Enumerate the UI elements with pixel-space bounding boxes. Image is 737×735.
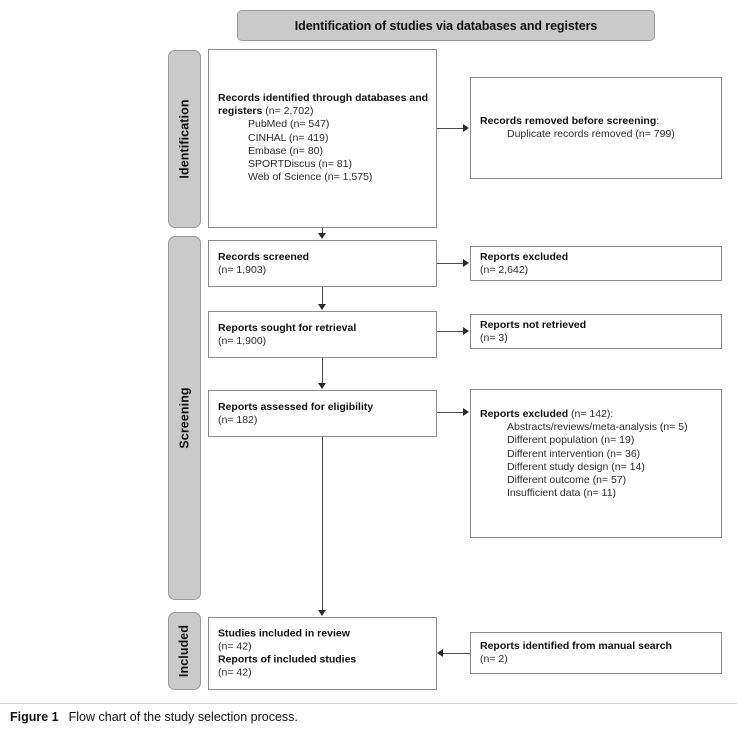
box-reports-excluded-screening: Reports excluded (n= 2,642) xyxy=(470,246,722,281)
reports-sought-heading: Reports sought for retrieval xyxy=(218,321,357,334)
box-reports-sought-for-retrieval: Reports sought for retrieval (n= 1,900) xyxy=(208,311,437,358)
arrow-assessed-to-excluded xyxy=(463,408,469,416)
arrow-identified-to-removed xyxy=(463,124,469,132)
reports-excluded-reason-4: Different outcome (n= 57) xyxy=(507,474,627,487)
connector-assessed-to-excluded xyxy=(437,412,464,413)
figure-caption: Figure 1 Flow chart of the study selectio… xyxy=(10,710,710,724)
figure-caption-text: Flow chart of the study selection proces… xyxy=(68,710,298,724)
records-identified-source-4: Web of Science (n= 1,575) xyxy=(248,171,373,184)
reports-excluded-reason-2: Different intervention (n= 36) xyxy=(507,447,641,460)
reports-excluded-2-heading: Reports excluded (n= 142): xyxy=(480,408,614,420)
diagram-header-bar: Identification of studies via databases … xyxy=(237,10,655,41)
arrow-manual-search-to-included xyxy=(437,649,443,657)
stage-tab-screening: Screening xyxy=(168,236,201,600)
box-reports-identified-manual-search: Reports identified from manual search (n… xyxy=(470,632,722,674)
box-records-identified: Records identified through databases and… xyxy=(208,49,437,228)
stage-tab-included: Included xyxy=(168,612,201,690)
caption-divider xyxy=(0,703,737,704)
box-studies-included: Studies included in review (n= 42) Repor… xyxy=(208,617,437,690)
records-identified-source-2: Embase (n= 80) xyxy=(248,144,323,157)
reports-assessed-heading: Reports assessed for eligibility xyxy=(218,400,374,413)
arrow-screened-to-sought xyxy=(318,304,326,310)
manual-search-count: (n= 2) xyxy=(480,653,508,665)
arrow-sought-to-assessed xyxy=(318,383,326,389)
records-screened-heading: Records screened xyxy=(218,250,310,263)
arrow-sought-to-not-retrieved xyxy=(463,327,469,335)
box-reports-excluded-eligibility: Reports excluded (n= 142): Abstracts/rev… xyxy=(470,389,722,538)
box-records-removed-before-screening: Records removed before screening: Duplic… xyxy=(470,77,722,179)
reports-sought-count: (n= 1,900) xyxy=(218,334,267,347)
stage-label-screening: Screening xyxy=(177,387,192,449)
reports-assessed-count: (n= 182) xyxy=(218,413,258,426)
figure-caption-label: Figure 1 xyxy=(10,710,59,724)
box-records-screened: Records screened (n= 1,903) xyxy=(208,240,437,287)
records-identified-source-3: SPORTDiscus (n= 81) xyxy=(248,158,352,171)
reports-not-retrieved-count: (n= 3) xyxy=(480,331,508,344)
records-screened-count: (n= 1,903) xyxy=(218,263,267,276)
reports-excluded-1-heading: Reports excluded xyxy=(480,250,569,263)
connector-identified-to-screened xyxy=(322,228,323,234)
connector-screened-to-sought xyxy=(322,287,323,305)
records-identified-heading: Records identified through databases and… xyxy=(218,92,429,118)
connector-screened-to-excluded xyxy=(437,263,464,264)
records-identified-source-0: PubMed (n= 547) xyxy=(248,118,330,131)
reports-excluded-reason-1: Different population (n= 19) xyxy=(507,434,635,447)
diagram-header-title: Identification of studies via databases … xyxy=(294,18,598,33)
studies-included-heading: Studies included in review xyxy=(218,627,350,640)
box-reports-assessed-for-eligibility: Reports assessed for eligibility (n= 182… xyxy=(208,390,437,437)
stage-label-included: Included xyxy=(177,624,192,678)
arrow-identified-to-screened xyxy=(318,233,326,239)
arrow-screened-to-excluded xyxy=(463,259,469,267)
connector-manual-search-to-included xyxy=(443,653,470,654)
reports-of-included-count: (n= 42) xyxy=(218,666,252,679)
reports-excluded-reason-3: Different study design (n= 14) xyxy=(507,460,645,473)
connector-sought-to-assessed xyxy=(322,358,323,384)
connector-assessed-to-included xyxy=(322,437,323,611)
box-reports-not-retrieved: Reports not retrieved (n= 3) xyxy=(470,314,722,349)
connector-identified-to-removed xyxy=(437,128,464,129)
records-removed-detail: Duplicate records removed (n= 799) xyxy=(507,128,675,140)
reports-excluded-reason-0: Abstracts/reviews/meta-analysis (n= 5) xyxy=(507,421,688,434)
studies-included-count: (n= 42) xyxy=(218,640,252,653)
stage-label-identification: Identification xyxy=(177,99,192,179)
reports-excluded-reason-5: Insufficient data (n= 11) xyxy=(507,487,617,500)
reports-of-included-heading: Reports of included studies xyxy=(218,653,357,666)
connector-sought-to-not-retrieved xyxy=(437,331,464,332)
reports-excluded-1-count: (n= 2,642) xyxy=(480,263,529,276)
manual-search-heading: Reports identified from manual search xyxy=(480,639,672,652)
reports-not-retrieved-heading: Reports not retrieved xyxy=(480,318,587,331)
records-removed-heading: Records removed before screening: xyxy=(480,114,660,127)
arrow-assessed-to-included xyxy=(318,610,326,616)
records-identified-source-1: CINHAL (n= 419) xyxy=(248,131,329,144)
stage-tab-identification: Identification xyxy=(168,50,201,228)
